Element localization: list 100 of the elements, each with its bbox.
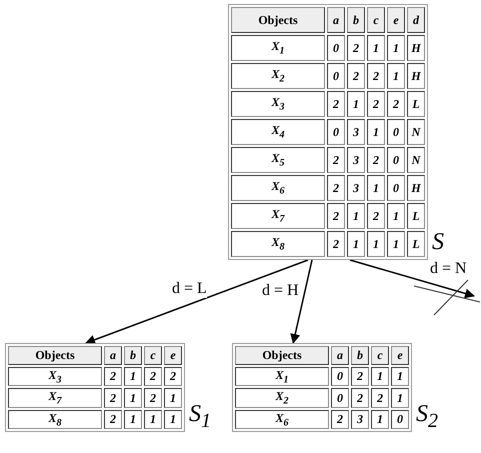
column-header: a: [327, 7, 345, 33]
table-cell: 3: [347, 119, 365, 145]
table-cell: 2: [327, 203, 345, 229]
row-header: X$_{2}$: [235, 388, 329, 408]
table-cell: 1: [124, 410, 142, 430]
column-header: b: [347, 7, 365, 33]
table-cell: 1: [387, 203, 405, 229]
column-header: e: [164, 346, 182, 365]
table-cell: 1: [124, 367, 142, 386]
row-header: X$_{8}$: [231, 231, 325, 257]
table-cell: 2: [347, 35, 365, 61]
table-cell: 2: [351, 367, 369, 386]
arrow: [290, 260, 313, 344]
column-header: Objects: [235, 346, 329, 365]
column-header: Objects: [8, 346, 102, 365]
table-cell: H: [407, 35, 425, 61]
table-cell: 2: [367, 63, 385, 89]
table-cell: 1: [144, 410, 162, 430]
table-cell: 3: [351, 410, 369, 430]
column-header: e: [391, 346, 409, 365]
row-header: X$_{7}$: [8, 388, 102, 408]
row-header: X$_{3}$: [8, 367, 102, 386]
column-header: e: [387, 7, 405, 33]
row-header: X$_{1}$: [231, 35, 325, 61]
table-cell: 1: [371, 410, 389, 430]
table-cell: 2: [371, 388, 389, 408]
table-cell: 0: [387, 119, 405, 145]
table-cell: 0: [331, 367, 349, 386]
table-cell: 1: [367, 119, 385, 145]
table-cell: 1: [347, 231, 365, 257]
table-cell: L: [407, 231, 425, 257]
column-header: d: [407, 7, 425, 33]
row-header: X$_{3}$: [231, 91, 325, 117]
edge-label: d = L: [172, 280, 207, 298]
row-header: X$_{6}$: [231, 175, 325, 201]
table-cell: 0: [327, 63, 345, 89]
row-header: X$_{8}$: [8, 410, 102, 430]
data-table: [232, 343, 412, 432]
row-header: X$_{7}$: [231, 203, 325, 229]
set-label: S: [432, 230, 444, 254]
table-cell: 2: [347, 63, 365, 89]
row-header: X$_{1}$: [235, 367, 329, 386]
column-header: c: [367, 7, 385, 33]
table-cell: 3: [347, 175, 365, 201]
table-cell: 2: [327, 175, 345, 201]
table-cell: L: [407, 203, 425, 229]
set-label: S$_{1}$: [189, 402, 211, 433]
table-cell: 1: [347, 91, 365, 117]
table-cell: 1: [347, 203, 365, 229]
table-cell: 2: [351, 388, 369, 408]
set-label: S$_{2}$: [416, 402, 438, 433]
row-header: X$_{2}$: [231, 63, 325, 89]
table-cell: 2: [367, 203, 385, 229]
table-cell: 2: [387, 91, 405, 117]
table-cell: 2: [327, 231, 345, 257]
table-cell: 2: [144, 367, 162, 386]
column-header: b: [351, 346, 369, 365]
column-header: c: [144, 346, 162, 365]
table-cell: 2: [327, 147, 345, 173]
column-header: c: [371, 346, 389, 365]
table-cell: 2: [104, 410, 122, 430]
table-cell: 0: [387, 175, 405, 201]
table-cell: 1: [387, 63, 405, 89]
table-cell: 0: [391, 410, 409, 430]
table-cell: 2: [331, 410, 349, 430]
row-header: X$_{4}$: [231, 119, 325, 145]
table-cell: 0: [327, 35, 345, 61]
table-cell: 1: [367, 231, 385, 257]
table-cell: 2: [367, 147, 385, 173]
table-cell: 3: [347, 147, 365, 173]
table-cell: 2: [327, 91, 345, 117]
table-cell: 1: [367, 175, 385, 201]
table-cell: H: [407, 175, 425, 201]
table-cell: 2: [367, 91, 385, 117]
table-cell: 1: [164, 388, 182, 408]
row-header: X$_{6}$: [235, 410, 329, 430]
table-cell: 0: [387, 147, 405, 173]
arrow: [85, 259, 308, 345]
table-cell: 1: [387, 231, 405, 257]
table-cell: 2: [164, 367, 182, 386]
column-header: b: [124, 346, 142, 365]
table-cell: 1: [367, 35, 385, 61]
column-header: Objects: [231, 7, 325, 33]
column-header: a: [104, 346, 122, 365]
table-cell: 2: [104, 388, 122, 408]
table-cell: 2: [144, 388, 162, 408]
data-table: [5, 343, 185, 432]
data-table: [228, 4, 428, 260]
table-cell: 1: [164, 410, 182, 430]
table-cell: 2: [104, 367, 122, 386]
table-cell: 1: [391, 367, 409, 386]
table-cell: N: [407, 147, 425, 173]
table-cell: 1: [124, 388, 142, 408]
table-cell: 1: [391, 388, 409, 408]
table-cell: N: [407, 119, 425, 145]
table-cell: 1: [387, 35, 405, 61]
table-cell: L: [407, 91, 425, 117]
row-header: X$_{5}$: [231, 147, 325, 173]
arrow: [350, 259, 475, 298]
table-cell: H: [407, 63, 425, 89]
